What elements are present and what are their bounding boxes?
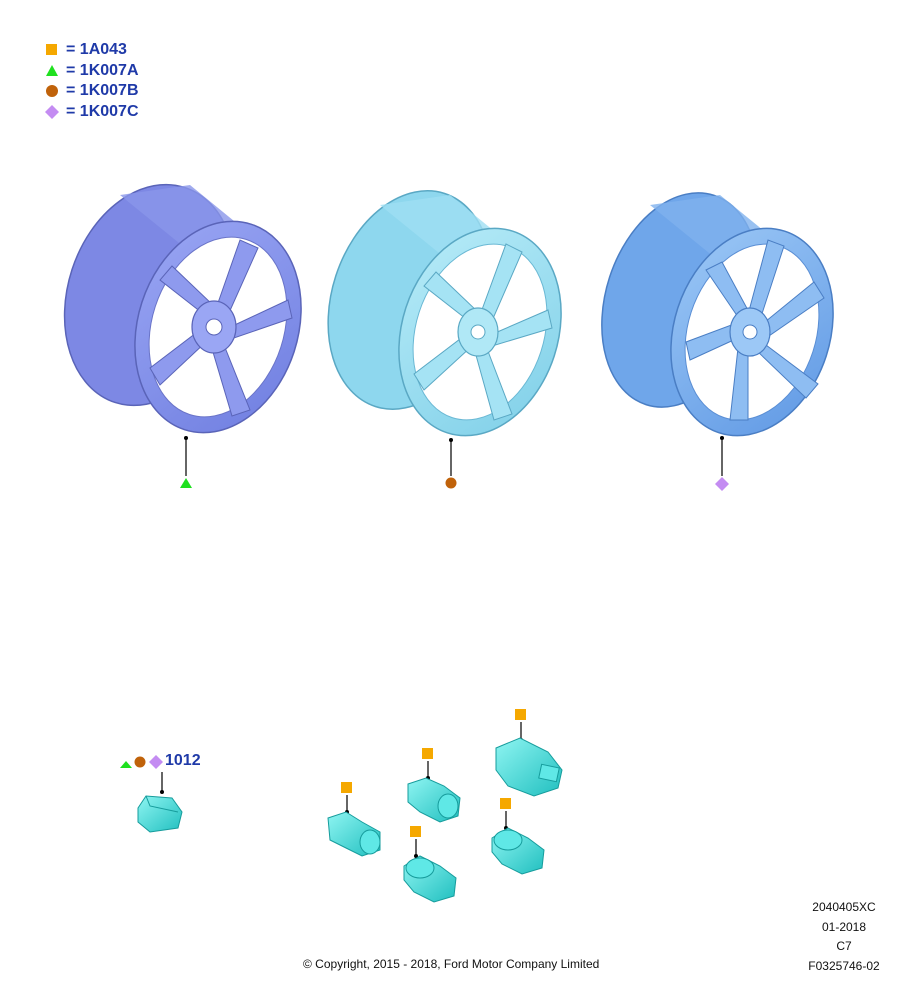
square-icon (422, 748, 433, 759)
part-number-label: 1012 (165, 752, 201, 770)
diamond-icon (44, 104, 62, 120)
legend-row-square: = 1A043 (44, 40, 139, 61)
legend-label: = 1A043 (66, 41, 127, 59)
wheel-1k007a (37, 162, 327, 488)
diamond-icon (149, 755, 163, 769)
drawing-metadata: 2040405XC 01-2018 C7 F0325746-02 (790, 898, 898, 976)
legend-row-diamond: = 1K007C (44, 102, 139, 123)
square-icon (500, 798, 511, 809)
wheel-1k007c (576, 173, 859, 491)
triangle-icon (120, 761, 132, 768)
wheel-1k007b (301, 169, 587, 488)
square-icon (515, 709, 526, 720)
lock-nut-set-1a043 (328, 709, 562, 902)
circle-icon (446, 478, 457, 489)
triangle-icon (180, 478, 192, 488)
square-icon (44, 42, 62, 58)
legend-row-triangle: = 1K007A (44, 61, 139, 82)
circle-icon (135, 757, 146, 768)
legend-label: = 1K007C (66, 103, 139, 121)
square-icon (341, 782, 352, 793)
square-icon (410, 826, 421, 837)
drawing-revision: C7 (790, 937, 898, 957)
triangle-icon (44, 63, 62, 79)
legend: = 1A043 = 1K007A = 1K007B = 1K007C (44, 40, 139, 122)
circle-icon (44, 83, 62, 99)
figure-number: F0325746-02 (790, 957, 898, 977)
legend-label: = 1K007B (66, 82, 139, 100)
legend-label: = 1K007A (66, 62, 139, 80)
diamond-icon (715, 477, 729, 491)
copyright-notice: © Copyright, 2015 - 2018, Ford Motor Com… (303, 957, 599, 971)
drawing-date: 01-2018 (790, 918, 898, 938)
legend-row-circle: = 1K007B (44, 81, 139, 102)
drawing-code: 2040405XC (790, 898, 898, 918)
